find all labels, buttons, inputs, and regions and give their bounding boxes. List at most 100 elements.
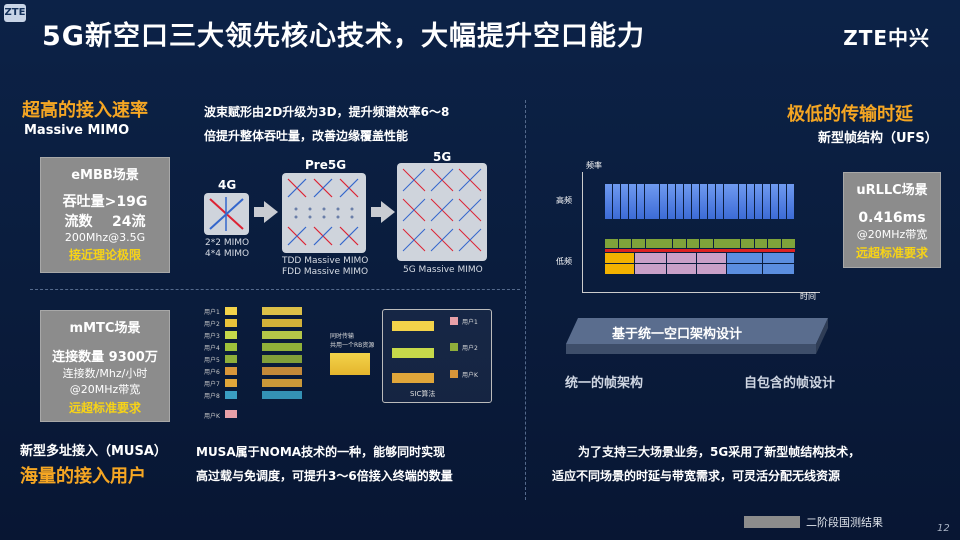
sic-out-label-3: 用户K bbox=[462, 372, 478, 379]
sic-stage-3 bbox=[392, 373, 434, 383]
lf-block bbox=[727, 264, 762, 274]
hf-slot bbox=[652, 184, 660, 219]
hf-slot bbox=[636, 184, 644, 219]
lf-green-slot bbox=[618, 239, 632, 248]
hf-slot bbox=[605, 184, 612, 219]
user-spread-bar bbox=[262, 379, 302, 387]
embb-description: 波束赋形由2D升级为3D，提升频谱效率6～8 倍提升整体吞吐量，改善边缘覆盖性能 bbox=[204, 100, 524, 148]
user-spread-bar bbox=[262, 367, 302, 375]
user-label: 用户7 bbox=[204, 381, 220, 388]
lf-green-slot bbox=[605, 239, 618, 248]
lf-block bbox=[605, 264, 634, 274]
lf-green-slot bbox=[686, 239, 700, 248]
user-label: 用户1 bbox=[204, 309, 220, 316]
urllc-conclusion: 远超标准要求 bbox=[855, 246, 928, 260]
arrow-right-head-2 bbox=[381, 201, 395, 223]
urllc-metrics-box: uRLLC场景 0.416ms @20MHz带宽 远超标准要求 bbox=[843, 172, 941, 268]
mimo-4g-box bbox=[204, 193, 249, 235]
label-fdd-mimo: FDD Massive MIMO bbox=[282, 267, 369, 277]
user-label: 用户8 bbox=[204, 393, 220, 400]
lf-green-slot bbox=[673, 239, 686, 248]
user-block bbox=[225, 343, 237, 351]
lf-green-slot bbox=[768, 239, 781, 248]
mux-label: 同时传输 共用一个RB资源 bbox=[330, 333, 375, 349]
low-freq-green-row bbox=[605, 239, 795, 248]
antenna-cross-icon bbox=[209, 197, 244, 231]
arrow-right-head bbox=[264, 201, 278, 223]
vertical-divider bbox=[525, 100, 526, 500]
user-spread-bar bbox=[262, 391, 302, 399]
user-block bbox=[225, 379, 237, 387]
platform-label: 基于统一空口架构设计 bbox=[612, 327, 743, 342]
hf-slot bbox=[644, 184, 652, 219]
mmtc-unit: 连接数/Mhz/小时 bbox=[62, 367, 148, 380]
mimo-5g-box bbox=[397, 163, 487, 261]
mmtc-conclusion: 远超标准要求 bbox=[68, 401, 141, 415]
label-4g-mimo1: 2*2 MIMO bbox=[205, 238, 250, 248]
hf-slot bbox=[747, 184, 755, 219]
arrow-right-icon bbox=[254, 207, 264, 217]
hf-slot bbox=[660, 184, 668, 219]
sic-out-2 bbox=[450, 343, 458, 351]
hf-slot bbox=[755, 184, 763, 219]
musa-subheading: 海量的接入用户 bbox=[20, 466, 146, 487]
user-block bbox=[225, 355, 237, 363]
brand-logo: ZTE中兴 bbox=[843, 26, 930, 50]
ufs-desc-line1: 为了支持三大场景业务，5G采用了新型帧结构技术， bbox=[578, 445, 861, 459]
user-block bbox=[225, 331, 237, 339]
low-freq-blocks bbox=[605, 253, 795, 275]
mimo-pre5g-box bbox=[282, 173, 366, 253]
sic-out-3 bbox=[450, 370, 458, 378]
user-label: 用户4 bbox=[204, 345, 220, 352]
mmtc-connections: 连接数量 9300万 bbox=[52, 350, 158, 365]
user-block bbox=[225, 367, 237, 375]
lf-green-slot bbox=[741, 239, 754, 248]
user-spread-bar bbox=[262, 307, 302, 315]
lf-block bbox=[697, 253, 726, 263]
lf-green-slot bbox=[700, 239, 713, 248]
hf-slot bbox=[691, 184, 699, 219]
embb-streams: 流数 24流 bbox=[64, 214, 146, 230]
frame-structure-chart: 频率 时间 高频 低频 bbox=[550, 158, 830, 308]
embb-band: 200Mhz@3.5G bbox=[64, 231, 146, 244]
legend-label: 二阶段国测结果 bbox=[806, 516, 883, 529]
horizontal-divider bbox=[30, 289, 520, 290]
y-axis-label: 频率 bbox=[586, 161, 602, 170]
user-label: 用户5 bbox=[204, 357, 220, 364]
x-axis-label: 时间 bbox=[800, 292, 816, 301]
hf-slot bbox=[723, 184, 731, 219]
page-number: 12 bbox=[937, 523, 950, 534]
ufs-description: 为了支持三大场景业务，5G采用了新型帧结构技术， 适应不同场景的时延与带宽需求，… bbox=[552, 440, 932, 488]
user-label: 用户2 bbox=[204, 321, 220, 328]
unified-frame-label: 统一的帧架构 bbox=[565, 376, 644, 391]
embb-metrics-box: eMBB场景 吞吐量>19G 流数 24流 200Mhz@3.5G 接近理论极限 bbox=[40, 157, 170, 273]
lf-green-slot bbox=[645, 239, 659, 248]
hf-slot bbox=[620, 184, 628, 219]
lf-green-slot bbox=[632, 239, 645, 248]
user-label: 用户6 bbox=[204, 369, 220, 376]
mmtc-box-title: mMTC场景 bbox=[69, 321, 141, 336]
urllc-subheading: 新型帧结构（UFS） bbox=[818, 131, 938, 146]
lf-green-slot bbox=[659, 239, 673, 248]
sic-stage-2 bbox=[392, 348, 434, 358]
lf-green-slot bbox=[781, 239, 795, 248]
sic-out-1 bbox=[450, 317, 458, 325]
label-pre5g: Pre5G bbox=[305, 158, 347, 172]
lf-green-slot bbox=[727, 239, 741, 248]
lf-block bbox=[763, 253, 794, 263]
hf-slot bbox=[715, 184, 723, 219]
user-block bbox=[225, 319, 237, 327]
user-spread-bar bbox=[262, 331, 302, 339]
musa-description: MUSA属于NOMA技术的一种，能够同时实现 高过载与免调度，可提升3～6倍接入… bbox=[196, 440, 516, 488]
hf-slot bbox=[786, 184, 794, 219]
hf-slot bbox=[778, 184, 786, 219]
label-5g: 5G bbox=[433, 150, 452, 164]
mmtc-metrics-box: mMTC场景 连接数量 9300万 连接数/Mhz/小时 @20MHz带宽 远超… bbox=[40, 310, 170, 422]
user-block bbox=[225, 391, 237, 399]
hf-slot bbox=[739, 184, 747, 219]
hf-slot bbox=[628, 184, 636, 219]
urllc-latency: 0.416ms bbox=[858, 210, 926, 226]
musa-desc-line2: 高过载与免调度，可提升3～6倍接入终端的数量 bbox=[196, 469, 453, 483]
urllc-box-title: uRLLC场景 bbox=[856, 183, 928, 198]
hf-slot bbox=[668, 184, 676, 219]
